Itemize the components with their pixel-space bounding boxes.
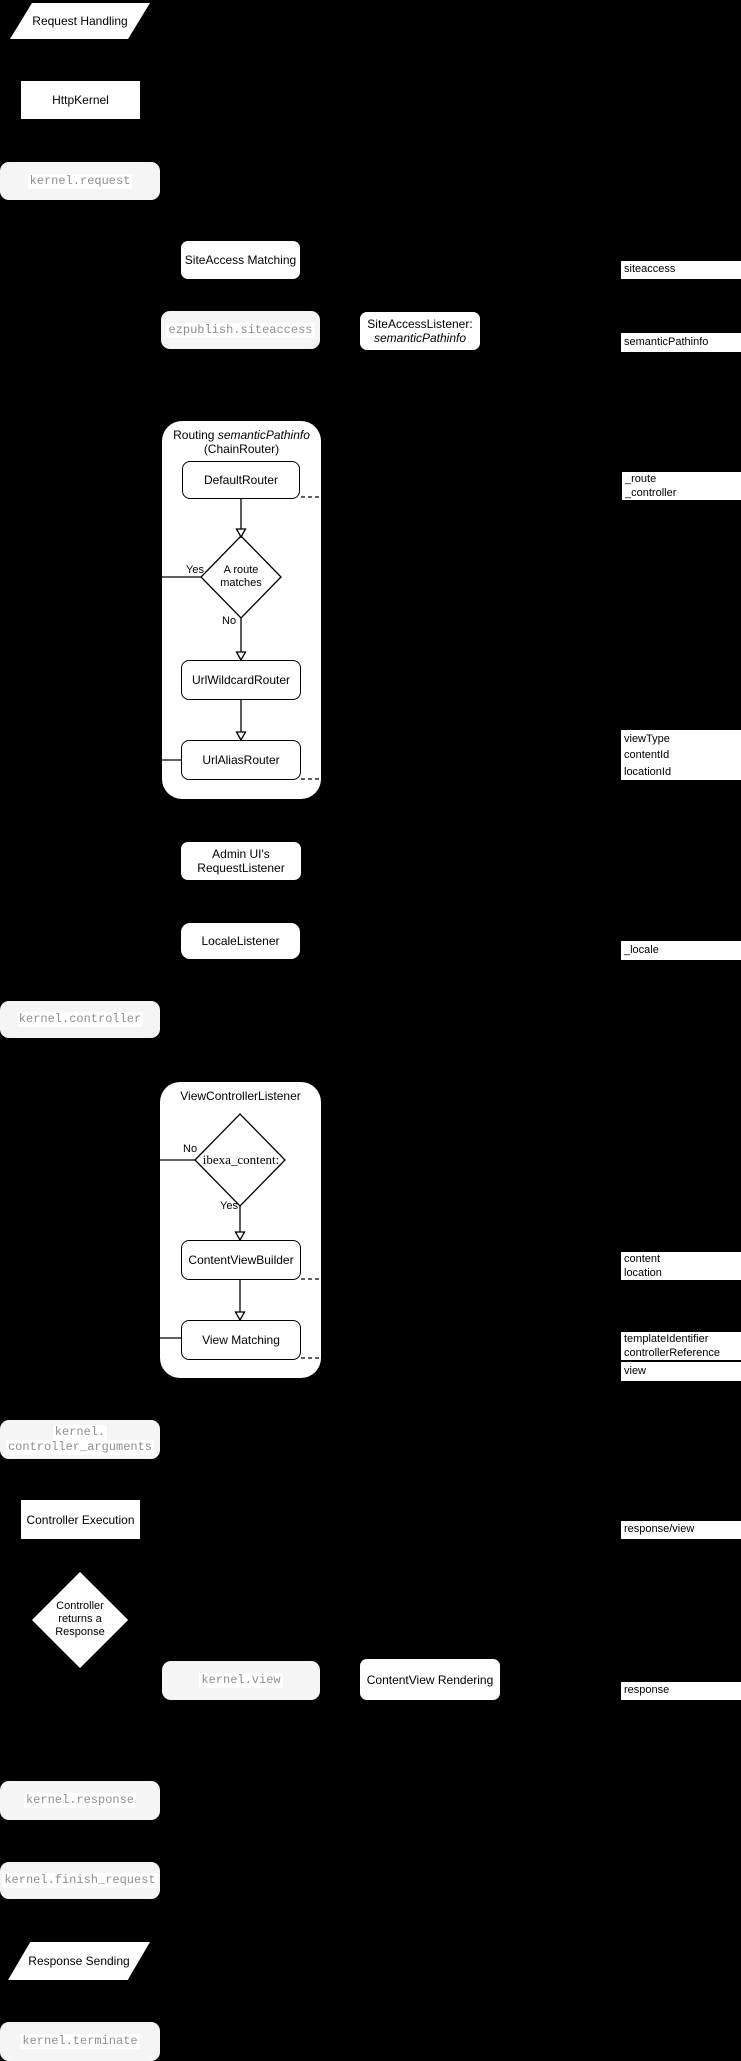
view-matching-label: View Matching bbox=[202, 1333, 280, 1347]
http-kernel-box: HttpKernel bbox=[21, 81, 140, 119]
admin-ui-line1: Admin UI's bbox=[212, 847, 270, 861]
view-matching-box: View Matching bbox=[181, 1320, 301, 1360]
ibexa-content-no-label: No bbox=[183, 1143, 198, 1155]
route-matches-no-label: No bbox=[222, 615, 237, 627]
kernel-controller-arguments-event-box: kernel. controller_arguments bbox=[0, 1420, 160, 1459]
controller-returns-diamond-label: Controller returns a Response bbox=[55, 1600, 105, 1638]
url-wildcard-router-box: UrlWildcardRouter bbox=[181, 660, 301, 700]
admin-ui-line2: RequestListener bbox=[197, 861, 285, 875]
kernel-controller-label: kernel.controller bbox=[16, 1012, 144, 1027]
side-label-siteaccess: siteaccess bbox=[621, 261, 741, 279]
siteaccess-matching-box: SiteAccess Matching bbox=[181, 241, 300, 279]
view-controller-title: ViewControllerListener bbox=[180, 1089, 301, 1103]
routing-title-italic: semanticPathinfo bbox=[217, 428, 310, 442]
content-view-builder-label: ContentViewBuilder bbox=[188, 1253, 294, 1267]
kernel-controller-event-box: kernel.controller bbox=[0, 1001, 160, 1038]
routing-title-prefix: Routing bbox=[173, 428, 215, 442]
kernel-terminate-event-box: kernel.terminate bbox=[0, 2022, 160, 2061]
siteaccess-listener-line1: SiteAccessListener: bbox=[367, 317, 473, 331]
routing-title-line2: (ChainRouter) bbox=[203, 442, 280, 456]
kernel-request-event-box: kernel.request bbox=[0, 162, 160, 200]
kernel-terminate-label: kernel.terminate bbox=[20, 2034, 140, 2049]
contentview-rendering-label: ContentView Rendering bbox=[366, 1672, 494, 1687]
route-matches-diamond-label: A route matches bbox=[220, 564, 262, 589]
siteaccess-listener-line2: semanticPathinfo bbox=[373, 331, 467, 345]
response-sending-parallelogram: Response Sending bbox=[8, 1942, 150, 1980]
default-router-box: DefaultRouter bbox=[182, 461, 300, 499]
side-label-view-params: viewType contentId locationId bbox=[621, 730, 741, 780]
side-label-semantic-pathinfo: semanticPathinfo bbox=[621, 333, 741, 352]
ezpublish-siteaccess-label: ezpublish.siteaccess bbox=[166, 322, 315, 338]
contentview-rendering-box: ContentView Rendering bbox=[360, 1659, 500, 1700]
controller-execution-label: Controller Execution bbox=[26, 1512, 135, 1527]
url-wildcard-router-label: UrlWildcardRouter bbox=[191, 673, 291, 687]
side-label-route-controller: _route _controller bbox=[622, 472, 741, 500]
default-router-label: DefaultRouter bbox=[203, 473, 279, 487]
routing-title: Routing semanticPathinfo (ChainRouter) bbox=[162, 428, 321, 456]
ezpublish-siteaccess-event-box: ezpublish.siteaccess bbox=[161, 311, 320, 349]
kernel-response-label: kernel.response bbox=[23, 1793, 137, 1808]
siteaccess-listener-box: SiteAccessListener: semanticPathinfo bbox=[360, 312, 480, 350]
kernel-view-label: kernel.view bbox=[199, 1673, 283, 1688]
side-label-template-controller: templateIdentifier controllerReference bbox=[621, 1332, 741, 1360]
ibexa-content-yes-label: Yes bbox=[220, 1200, 238, 1212]
kernel-finish-request-event-box: kernel.finish_request bbox=[0, 1862, 160, 1899]
url-alias-router-label: UrlAliasRouter bbox=[202, 753, 280, 767]
controller-execution-box: Controller Execution bbox=[21, 1500, 140, 1539]
kernel-controller-arguments-line1: kernel. bbox=[52, 1424, 108, 1440]
siteaccess-matching-label: SiteAccess Matching bbox=[184, 253, 297, 267]
side-label-content-location: content location bbox=[621, 1252, 741, 1280]
response-sending-label: Response Sending bbox=[28, 1954, 130, 1968]
ibexa-content-diamond-label: ibexa_content: bbox=[202, 1152, 280, 1167]
kernel-response-event-box: kernel.response bbox=[0, 1781, 160, 1820]
content-view-builder-box: ContentViewBuilder bbox=[181, 1240, 301, 1280]
locale-listener-box: LocaleListener bbox=[181, 923, 300, 959]
request-handling-parallelogram: Request Handling bbox=[10, 3, 150, 39]
kernel-request-label: kernel.request bbox=[27, 173, 133, 189]
side-label-view: view bbox=[621, 1362, 741, 1381]
locale-listener-label: LocaleListener bbox=[201, 934, 280, 948]
side-label-response-view: response/view bbox=[621, 1521, 741, 1539]
request-handling-label: Request Handling bbox=[32, 14, 128, 28]
route-matches-yes-label: Yes bbox=[186, 564, 204, 576]
http-kernel-label: HttpKernel bbox=[52, 93, 109, 107]
side-label-locale: _locale bbox=[621, 941, 741, 960]
admin-ui-request-listener-box: Admin UI's RequestListener bbox=[181, 842, 301, 880]
kernel-finish-request-label: kernel.finish_request bbox=[2, 1873, 158, 1888]
kernel-view-event-box: kernel.view bbox=[162, 1661, 320, 1700]
kernel-controller-arguments-line2: controller_arguments bbox=[5, 1439, 155, 1455]
url-alias-router-box: UrlAliasRouter bbox=[181, 740, 301, 780]
side-label-response: response bbox=[621, 1682, 741, 1700]
